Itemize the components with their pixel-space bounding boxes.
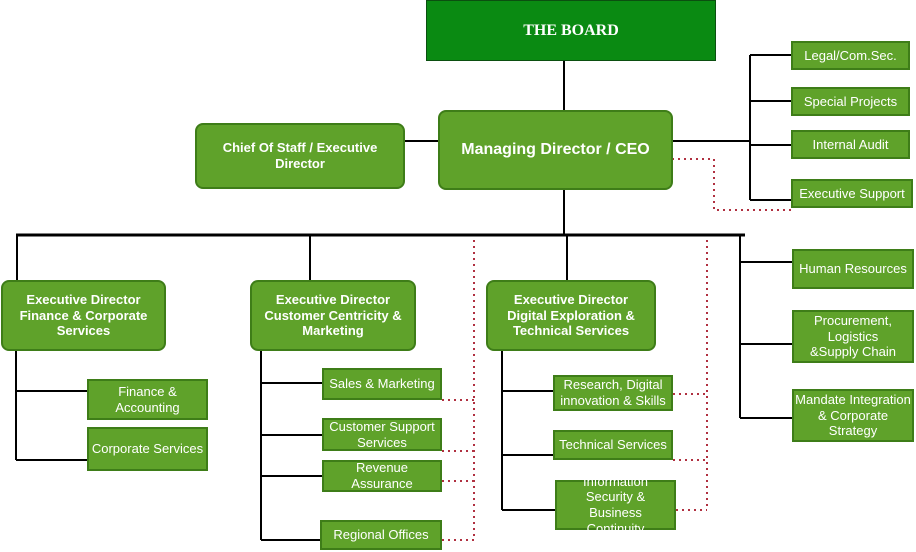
executive-support-label: Executive Support — [799, 185, 905, 201]
special-projects-label: Special Projects — [803, 93, 898, 109]
technical-services-box: Technical Services — [553, 430, 673, 460]
board-label: THE BOARD — [523, 21, 619, 39]
human-resources-label: Human Resources — [799, 261, 907, 277]
finance-accounting-box: Finance & Accounting — [87, 379, 208, 420]
mandate-integration-label: Mandate Integration & Corporate Strategy — [795, 392, 911, 439]
digital-director-label: Executive Director Digital Exploration &… — [507, 292, 635, 339]
customer-support-box: Customer Support Services — [322, 418, 442, 451]
technical-services-label: Technical Services — [559, 437, 667, 453]
sales-marketing-box: Sales & Marketing — [322, 368, 442, 400]
executive-support-box: Executive Support — [791, 179, 913, 208]
information-security-label: Information Security & Business Continui… — [582, 473, 649, 536]
revenue-assurance-box: Revenue Assurance — [322, 460, 442, 492]
human-resources-box: Human Resources — [792, 249, 914, 289]
regional-offices-box: Regional Offices — [320, 520, 442, 550]
revenue-assurance-label: Revenue Assurance — [351, 460, 413, 491]
corporate-services-box: Corporate Services — [87, 427, 208, 471]
chief-of-staff-box: Chief Of Staff / Executive Director — [195, 123, 405, 189]
research-innovation-box: Research, Digital innovation & Skills — [553, 375, 673, 411]
internal-audit-label: Internal Audit — [812, 136, 889, 152]
special-projects-box: Special Projects — [791, 87, 910, 116]
internal-audit-box: Internal Audit — [791, 130, 910, 159]
legal-label: Legal/Com.Sec. — [804, 47, 897, 63]
finance-director-label: Executive Director Finance & Corporate S… — [19, 292, 148, 339]
corporate-services-label: Corporate Services — [91, 441, 204, 457]
finance-accounting-label: Finance & Accounting — [115, 383, 180, 415]
ceo-label: Managing Director / CEO — [461, 141, 650, 159]
mandate-integration-box: Mandate Integration & Corporate Strategy — [792, 389, 914, 442]
procurement-logistics-label: Procurement, Logistics &Supply Chain — [810, 313, 896, 360]
customer-director-label: Executive Director Customer Centricity &… — [264, 292, 402, 339]
customer-support-label: Customer Support Services — [329, 418, 435, 450]
finance-director-box: Executive Director Finance & Corporate S… — [1, 280, 166, 351]
customer-director-box: Executive Director Customer Centricity &… — [250, 280, 416, 351]
research-innovation-label: Research, Digital innovation & Skills — [560, 377, 666, 408]
chief-of-staff-label: Chief Of Staff / Executive Director — [222, 140, 378, 171]
regional-offices-label: Regional Offices — [333, 527, 429, 543]
digital-director-box: Executive Director Digital Exploration &… — [486, 280, 656, 351]
procurement-logistics-box: Procurement, Logistics &Supply Chain — [792, 310, 914, 363]
ceo-box: Managing Director / CEO — [438, 110, 673, 190]
board-box: THE BOARD — [426, 0, 716, 61]
sales-marketing-label: Sales & Marketing — [329, 376, 435, 392]
legal-box: Legal/Com.Sec. — [791, 41, 910, 70]
information-security-box: Information Security & Business Continui… — [555, 474, 676, 536]
